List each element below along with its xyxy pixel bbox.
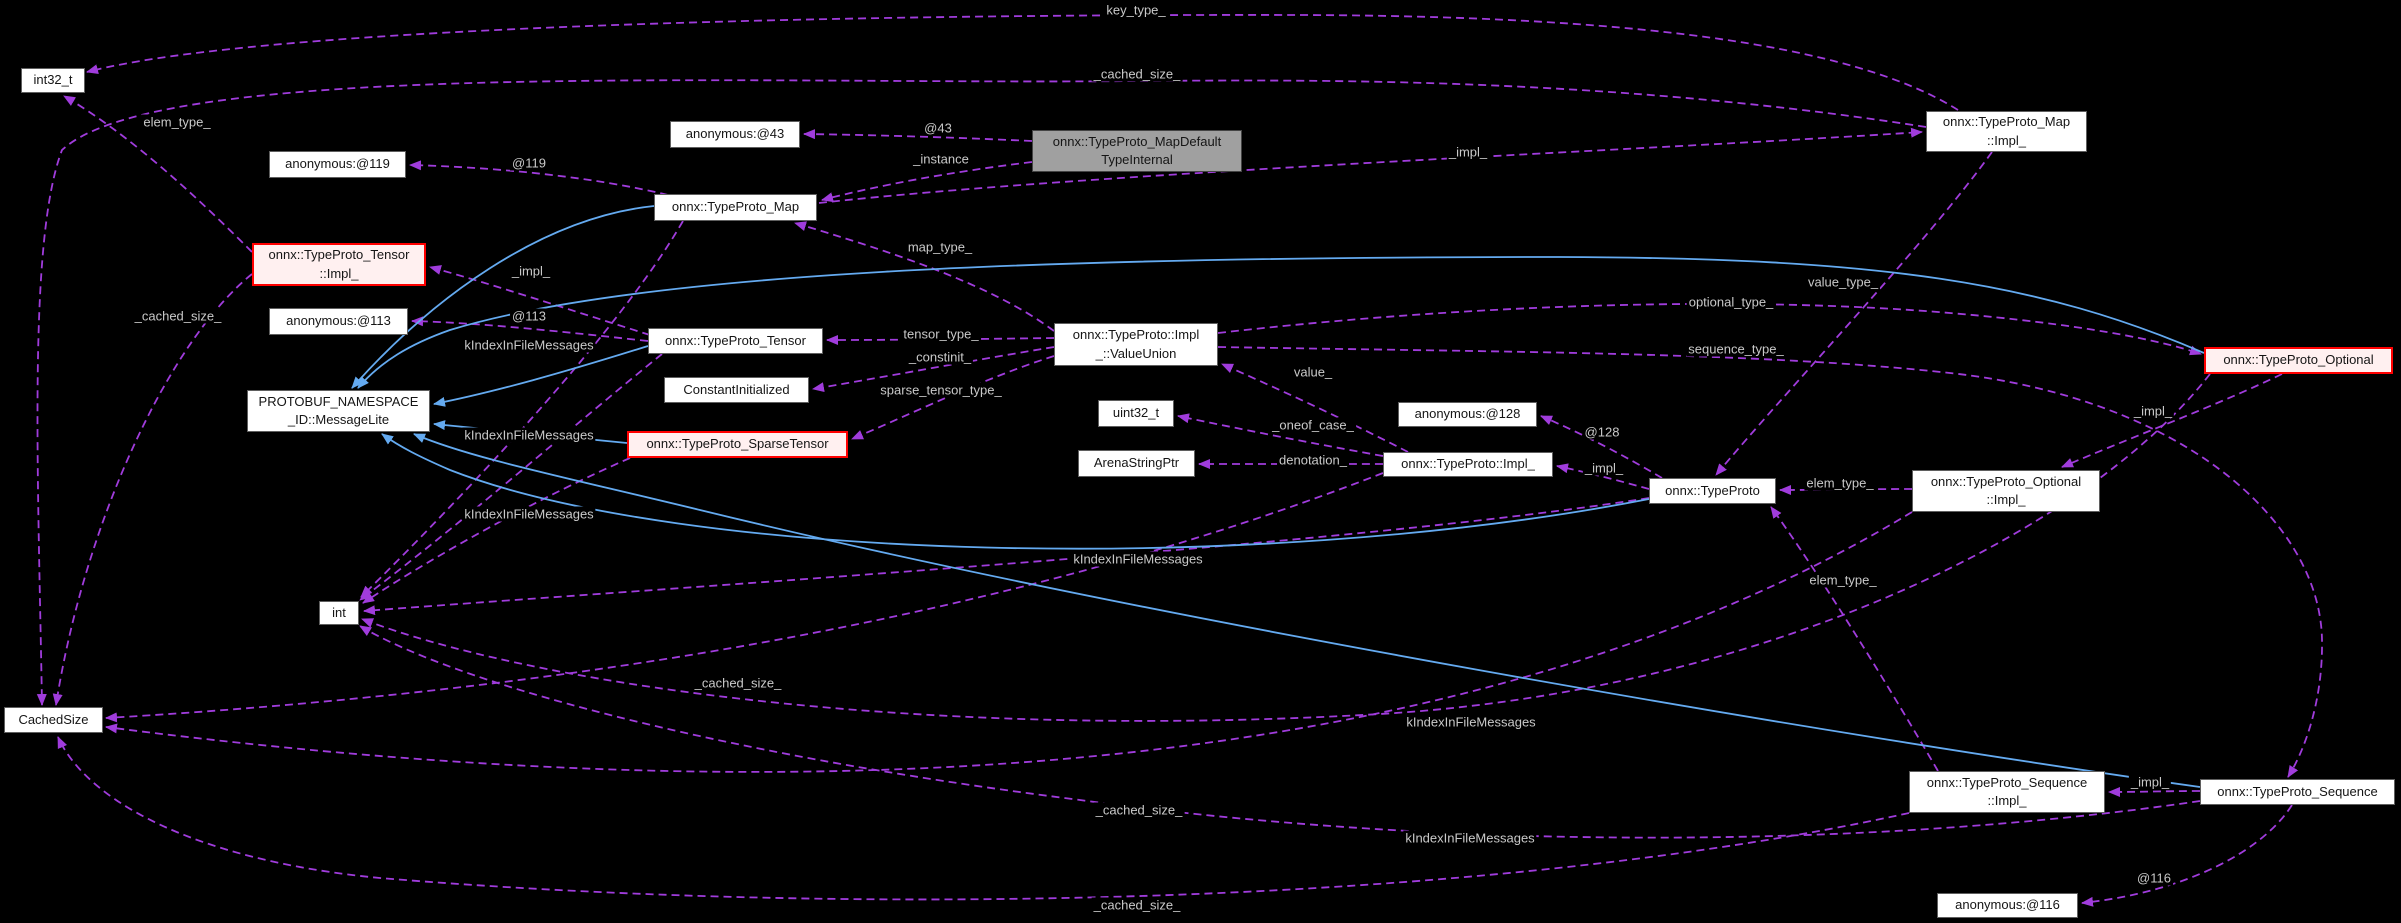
edge-kifm_opt [361,373,2211,722]
node-map[interactable]: onnx::TypeProto_Map [654,194,817,221]
node-mapdef[interactable]: onnx::TypeProto_MapDefault TypeInternal [1032,130,1242,172]
edge-cached_size_tensorimpl [52,273,253,706]
edge-kifm_sparse [362,457,631,604]
edge-at116 [2081,804,2293,907]
edge-elem_type_tensor [63,95,253,253]
edge-oneof_case [1177,413,1384,457]
edge-impl_map [818,127,1923,204]
edge-inh_seq [413,433,2201,788]
edge-value_type [1715,151,1993,476]
edge-cached_size_tpimpl [105,472,1384,723]
edge-kifm_map [360,220,684,598]
node-msglite[interactable]: PROTOBUF_NAMESPACE _ID::MessageLite [247,390,430,432]
node-tensor[interactable]: onnx::TypeProto_Tensor [648,328,823,354]
edge-inh_opt [357,256,2205,389]
edge-impl_tensor [429,265,651,336]
edge-cached_size_map [36,79,1927,706]
node-a119[interactable]: anonymous:@119 [269,151,406,178]
edge-kifm_tensor [359,353,663,601]
edge-inh_map [351,205,655,389]
edge-at43 [803,129,1033,142]
edge-optional_type [1217,303,2202,356]
edge-elem_type_seq [1770,506,1939,772]
node-a128[interactable]: anonymous:@128 [1398,402,1537,427]
edge-impl_tp [1556,463,1650,490]
node-optimpl[interactable]: onnx::TypeProto_Optional ::Impl_ [1912,470,2100,512]
edge-constinit [812,346,1055,393]
node-int32[interactable]: int32_t [21,68,85,93]
node-ci[interactable]: ConstantInitialized [664,377,809,403]
node-opt[interactable]: onnx::TypeProto_Optional [2204,347,2393,374]
edge-inh_tensor [433,345,649,407]
edge-at119 [409,160,669,196]
edge-impl_seq [2108,786,2201,797]
edge-instance [821,161,1033,203]
node-asp[interactable]: ArenaStringPtr [1078,450,1195,477]
edge-elem_type_opt [1779,484,1913,495]
node-a43[interactable]: anonymous:@43 [670,121,800,148]
node-cached[interactable]: CachedSize [4,707,103,733]
node-a113[interactable]: anonymous:@113 [269,308,408,335]
edge-map_type [794,221,1055,332]
node-a116[interactable]: anonymous:@116 [1937,893,2078,918]
node-seqimpl[interactable]: onnx::TypeProto_Sequence ::Impl_ [1909,771,2105,813]
edge-impl_opt [2061,373,2283,468]
edge-value [1221,363,1409,453]
edge-at128 [1540,415,1663,479]
node-tp[interactable]: onnx::TypeProto [1649,478,1776,504]
node-u32[interactable]: uint32_t [1098,400,1174,427]
edge-kifm_tp [363,497,1650,616]
edge-tensor_type [826,334,1055,345]
edge-inh_sparse [433,420,628,444]
node-tpimpl[interactable]: onnx::TypeProto::Impl_ [1383,452,1553,477]
edge-cached_size_optimpl [105,511,1913,773]
node-sparse[interactable]: onnx::TypeProto_SparseTensor [627,431,848,458]
edge-at113 [411,316,649,342]
node-vu[interactable]: onnx::TypeProto::Impl _::ValueUnion [1054,323,1218,366]
edge-sequence_type [1217,346,2323,778]
edge-key_type [86,14,1959,111]
node-seq[interactable]: onnx::TypeProto_Sequence [2200,779,2395,805]
edge-cached_size_seqimpl [57,736,1910,901]
edge-inh_tp [381,433,1650,550]
node-tensorimpl[interactable]: onnx::TypeProto_Tensor ::Impl_ [252,243,426,286]
node-int[interactable]: int [319,601,359,625]
node-mapimpl[interactable]: onnx::TypeProto_Map ::Impl_ [1926,111,2087,152]
edge-sparse_tensor_type [851,355,1055,440]
